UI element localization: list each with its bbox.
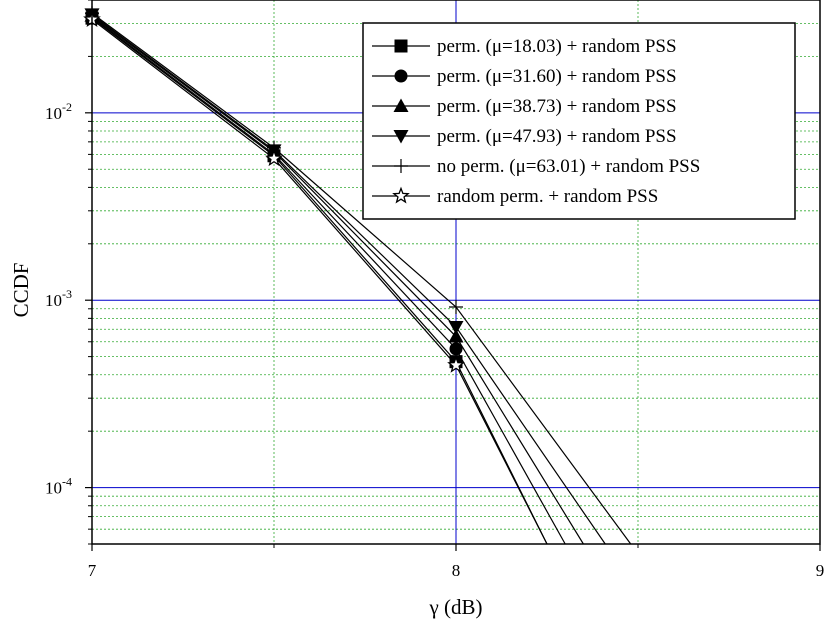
legend-entry: perm. (μ=47.93) + random PSS xyxy=(372,126,677,147)
legend-marker xyxy=(393,98,409,112)
data-point xyxy=(265,149,283,167)
series-line xyxy=(91,17,548,545)
x-axis-title: γ (dB) xyxy=(428,595,482,619)
y-tick-exponent: -3 xyxy=(62,287,72,301)
series-plus xyxy=(85,6,632,545)
y-axis-title: CCDF xyxy=(9,263,33,318)
legend-label: perm. (μ=38.73) + random PSS xyxy=(437,96,677,117)
y-tick-label: 10-2 xyxy=(45,100,72,123)
data-point xyxy=(447,355,465,373)
legend-label: perm. (μ=47.93) + random PSS xyxy=(437,126,677,147)
series-line xyxy=(91,13,606,545)
data-point xyxy=(448,329,464,343)
series-line xyxy=(91,16,566,545)
legend-marker xyxy=(394,39,408,53)
axis-ticks xyxy=(85,0,821,551)
y-tick-exponent: -2 xyxy=(62,100,72,114)
legend-label: random perm. + random PSS xyxy=(437,186,658,207)
legend-marker xyxy=(394,69,408,83)
x-tick-label: 8 xyxy=(452,561,461,580)
series-line xyxy=(91,12,632,545)
legend: perm. (μ=18.03) + random PSS perm. (μ=31.… xyxy=(362,22,796,220)
legend-entry: no perm. (μ=63.01) + random PSS xyxy=(372,156,700,177)
y-tick-label: 10-3 xyxy=(45,287,72,310)
legend-entry: perm. (μ=31.60) + random PSS xyxy=(372,66,677,87)
y-tick-label: 10-4 xyxy=(45,475,72,498)
series-line xyxy=(91,15,584,545)
tick-labels: 7 8 9 10-2 10-3 10-4 xyxy=(45,100,824,580)
data-point xyxy=(448,320,464,335)
data-point xyxy=(449,342,463,356)
legend-marker xyxy=(392,186,410,204)
legend-entry: perm. (μ=18.03) + random PSS xyxy=(372,36,677,57)
legend-label: perm. (μ=31.60) + random PSS xyxy=(437,66,677,87)
legend-entry: perm. (μ=38.73) + random PSS xyxy=(372,96,677,117)
legend-label: no perm. (μ=63.01) + random PSS xyxy=(437,156,700,177)
legend-marker xyxy=(394,159,408,173)
data-point xyxy=(449,299,463,314)
series-line xyxy=(91,18,548,545)
x-tick-label: 7 xyxy=(88,561,97,580)
legend-entry: random perm. + random PSS xyxy=(372,186,658,207)
legend-label: perm. (μ=18.03) + random PSS xyxy=(437,36,677,57)
x-tick-label: 9 xyxy=(816,561,825,580)
y-tick-exponent: -4 xyxy=(62,475,72,489)
legend-marker xyxy=(393,130,409,144)
legend-box xyxy=(362,22,796,220)
